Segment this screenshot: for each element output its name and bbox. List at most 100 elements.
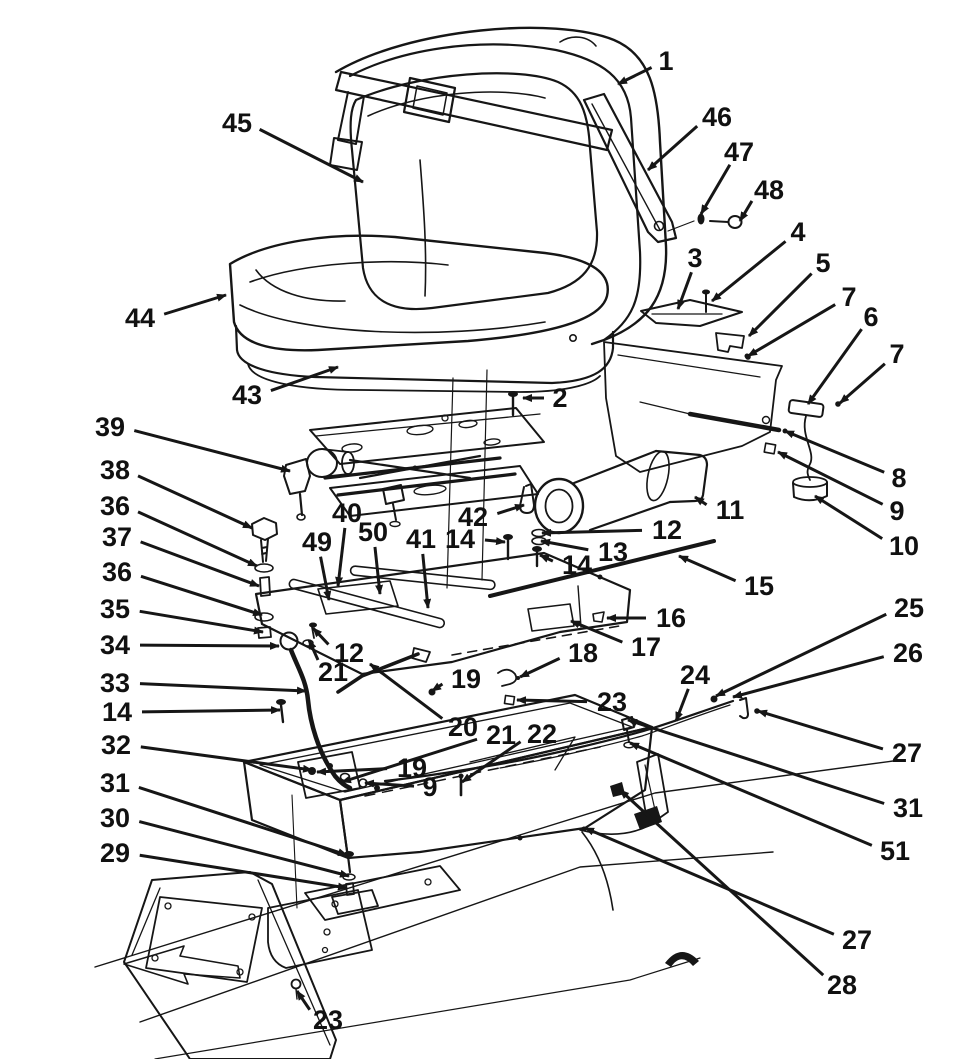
callout-label-26-39: 26 bbox=[893, 638, 923, 668]
callout-label-12-31: 12 bbox=[652, 515, 682, 545]
callout-leader-12-41 bbox=[311, 626, 330, 646]
callout-leader-50-27 bbox=[373, 546, 384, 595]
callout-label-21-50: 21 bbox=[486, 720, 516, 750]
callout-label-21-42: 21 bbox=[318, 657, 348, 687]
callout-leader-28-60 bbox=[618, 788, 825, 977]
callout-label-50-27: 50 bbox=[358, 517, 388, 547]
retractor-strap bbox=[582, 92, 743, 244]
callout-label-14-43: 14 bbox=[102, 697, 132, 727]
callout-label-39-14: 39 bbox=[95, 412, 125, 442]
callout-label-49-28: 49 bbox=[302, 527, 332, 557]
callout-leader-12-31 bbox=[541, 528, 643, 537]
seat-base-rim bbox=[234, 324, 615, 393]
backrest-cushion bbox=[349, 72, 599, 311]
suspension-slide-group bbox=[283, 391, 545, 528]
callout-label-22-51: 22 bbox=[527, 719, 557, 749]
callout-label-31-55: 31 bbox=[100, 768, 130, 798]
side-panel bbox=[603, 341, 783, 473]
callout-leader-14-30 bbox=[484, 537, 506, 546]
callout-label-35-19: 35 bbox=[100, 594, 130, 624]
callout-leader-38-15 bbox=[137, 474, 253, 530]
callout-leader-34-20 bbox=[139, 641, 280, 650]
bolt-stack-left bbox=[251, 517, 278, 639]
callout-leader-49-28 bbox=[319, 556, 332, 601]
callout-leader-43-12 bbox=[270, 365, 339, 393]
callout-leader-47-3 bbox=[699, 164, 732, 215]
callout-leader-11-24 bbox=[694, 495, 708, 507]
latch-hardware-group bbox=[297, 647, 520, 799]
seat-belt bbox=[329, 70, 614, 171]
callout-label-8-21: 8 bbox=[891, 463, 906, 493]
callout-leader-33-40 bbox=[139, 682, 307, 695]
callout-label-9-22: 9 bbox=[889, 496, 904, 526]
callout-label-7-10: 7 bbox=[889, 339, 904, 369]
callout-label-38-15: 38 bbox=[100, 455, 130, 485]
callout-label-33-40: 33 bbox=[100, 668, 130, 698]
seat-cushion bbox=[228, 234, 609, 352]
callout-leader-48-4 bbox=[738, 200, 754, 222]
callout-label-44-11: 44 bbox=[125, 303, 155, 333]
callout-label-27-59: 27 bbox=[842, 925, 872, 955]
callout-leader-10-23 bbox=[814, 494, 884, 540]
callout-label-37-17: 37 bbox=[102, 522, 132, 552]
damper-cylinder bbox=[533, 449, 709, 535]
callout-label-30-56: 30 bbox=[100, 803, 130, 833]
callout-leader-7-10 bbox=[839, 362, 886, 405]
callout-leader-27-49 bbox=[757, 709, 884, 751]
callout-leader-27-59 bbox=[584, 826, 835, 936]
callout-label-36-18: 36 bbox=[102, 557, 132, 587]
callout-label-48-4: 48 bbox=[754, 175, 784, 205]
callout-label-23-61: 23 bbox=[313, 1005, 343, 1035]
callout-leader-40-26 bbox=[335, 527, 347, 587]
callout-label-15-34: 15 bbox=[744, 571, 774, 601]
callout-label-34-20: 34 bbox=[100, 630, 130, 660]
callout-label-19-44: 19 bbox=[451, 664, 481, 694]
callout-label-42-25: 42 bbox=[458, 502, 488, 532]
callout-leader-6-9 bbox=[806, 328, 863, 405]
callout-label-12-41: 12 bbox=[334, 638, 364, 668]
callout-label-18-37: 18 bbox=[568, 638, 598, 668]
callout-label-5-7: 5 bbox=[815, 248, 830, 278]
callout-leader-3-6 bbox=[676, 271, 693, 310]
callout-leader-4-5 bbox=[711, 240, 787, 303]
callout-label-14-30: 14 bbox=[445, 524, 475, 554]
callout-label-17-36: 17 bbox=[631, 632, 661, 662]
callout-label-24-48: 24 bbox=[680, 660, 710, 690]
callout-leader-44-11 bbox=[163, 293, 227, 316]
callout-leader-14-43 bbox=[141, 706, 281, 715]
callout-leader-21-50 bbox=[341, 737, 478, 784]
callout-leader-31-55 bbox=[138, 786, 348, 857]
callout-leader-13-32 bbox=[540, 538, 589, 552]
callout-leader-22-51 bbox=[461, 740, 522, 784]
callout-leader-51-58 bbox=[629, 741, 873, 847]
callout-leader-29-57 bbox=[139, 853, 348, 891]
callout-leader-19-53 bbox=[316, 767, 388, 776]
callout-label-20-45: 20 bbox=[448, 712, 478, 742]
callout-leader-31-52 bbox=[627, 718, 885, 805]
callout-label-1-0: 1 bbox=[658, 46, 673, 76]
callout-leader-23-47 bbox=[516, 696, 588, 705]
callout-label-4-5: 4 bbox=[790, 217, 805, 247]
callout-label-47-3: 47 bbox=[724, 137, 754, 167]
callout-label-9-54: 9 bbox=[422, 772, 437, 802]
callout-label-32-46: 32 bbox=[101, 730, 131, 760]
callout-label-51-58: 51 bbox=[880, 836, 910, 866]
callout-label-29-57: 29 bbox=[100, 838, 130, 868]
callout-leader-23-61 bbox=[295, 990, 311, 1011]
callout-leader-17-36 bbox=[570, 619, 623, 644]
callout-label-3-6: 3 bbox=[687, 243, 702, 273]
callout-leader-8-21 bbox=[784, 429, 885, 474]
callout-leader-14-33 bbox=[539, 553, 554, 563]
callout-label-45-1: 45 bbox=[222, 108, 252, 138]
callout-leader-36-16 bbox=[137, 510, 258, 568]
hinge-plate bbox=[640, 289, 750, 359]
frame-support-group bbox=[94, 753, 894, 1059]
callout-leader-39-14 bbox=[133, 429, 291, 473]
backrest-shell bbox=[334, 26, 668, 346]
callout-label-25-38: 25 bbox=[894, 593, 924, 623]
callout-label-19-53: 19 bbox=[397, 753, 427, 783]
callout-leader-37-17 bbox=[140, 540, 260, 588]
callout-leader-18-37 bbox=[519, 656, 561, 679]
